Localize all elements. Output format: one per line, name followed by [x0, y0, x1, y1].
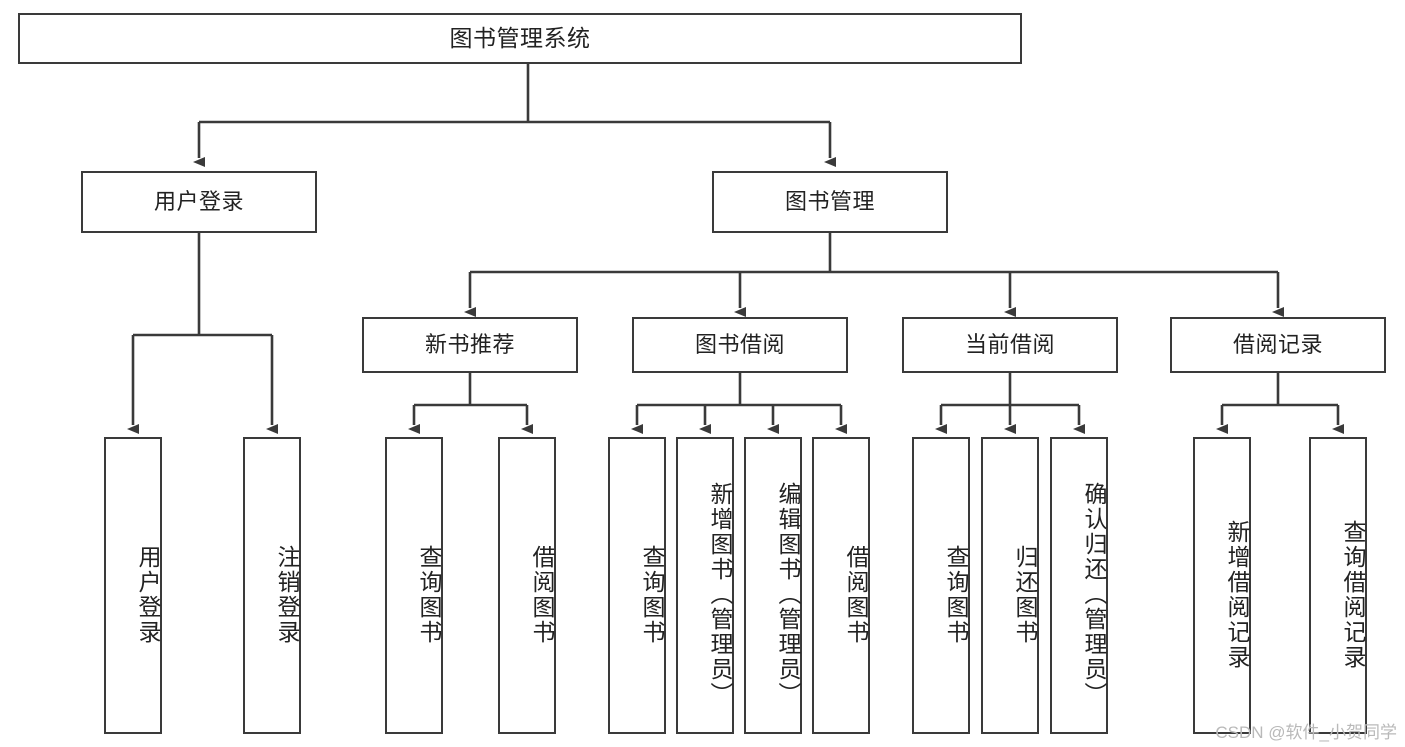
leaf-return-book[interactable]: 归还图书 [981, 437, 1039, 734]
node-label: 图书借阅 [694, 331, 785, 357]
node-label: 查询图书 [639, 544, 665, 645]
node-label: 新书推荐 [424, 331, 515, 357]
leaf-confirm-return-admin[interactable]: 确认归还（管理员） [1050, 437, 1108, 734]
node-label: 编辑图书（管理员） [775, 482, 801, 707]
leaf-add-book-admin[interactable]: 新增图书（管理员） [676, 437, 734, 734]
node-label: 确认归还（管理员） [1081, 482, 1107, 707]
node-borrow-record[interactable]: 借阅记录 [1170, 317, 1386, 373]
node-label: 借阅记录 [1232, 331, 1323, 357]
leaf-user-login[interactable]: 用户登录 [104, 437, 162, 734]
node-label: 图书管理系统 [449, 24, 591, 51]
leaf-add-borrow-record[interactable]: 新增借阅记录 [1193, 437, 1251, 734]
node-new-book-recommend[interactable]: 新书推荐 [362, 317, 578, 373]
node-label: 新增借阅记录 [1224, 519, 1250, 670]
node-label: 查询图书 [416, 544, 442, 645]
node-label: 借阅图书 [843, 544, 869, 645]
node-label: 注销登录 [274, 544, 300, 645]
leaf-query-borrow-record[interactable]: 查询借阅记录 [1309, 437, 1367, 734]
node-label: 当前借阅 [964, 331, 1055, 357]
leaf-edit-book-admin[interactable]: 编辑图书（管理员） [744, 437, 802, 734]
node-label: 用户登录 [153, 188, 244, 214]
leaf-query-book-recommend[interactable]: 查询图书 [385, 437, 443, 734]
node-book-borrow[interactable]: 图书借阅 [632, 317, 848, 373]
leaf-logout-login[interactable]: 注销登录 [243, 437, 301, 734]
leaf-query-book-current[interactable]: 查询图书 [912, 437, 970, 734]
node-label: 归还图书 [1012, 544, 1038, 645]
node-label: 查询图书 [943, 544, 969, 645]
node-label: 新增图书（管理员） [707, 482, 733, 707]
leaf-borrow-book[interactable]: 借阅图书 [812, 437, 870, 734]
node-book-manage[interactable]: 图书管理 [712, 171, 948, 233]
node-label: 借阅图书 [529, 544, 555, 645]
csdn-watermark: CSDN @软件_小贺同学 [1215, 723, 1397, 742]
leaf-query-book-borrow[interactable]: 查询图书 [608, 437, 666, 734]
node-label: 用户登录 [135, 544, 161, 645]
node-user-login[interactable]: 用户登录 [81, 171, 317, 233]
node-current-borrow[interactable]: 当前借阅 [902, 317, 1118, 373]
leaf-borrow-book-recommend[interactable]: 借阅图书 [498, 437, 556, 734]
node-label: 查询借阅记录 [1340, 519, 1366, 670]
node-root-system[interactable]: 图书管理系统 [18, 13, 1022, 64]
node-label: 图书管理 [784, 188, 875, 214]
